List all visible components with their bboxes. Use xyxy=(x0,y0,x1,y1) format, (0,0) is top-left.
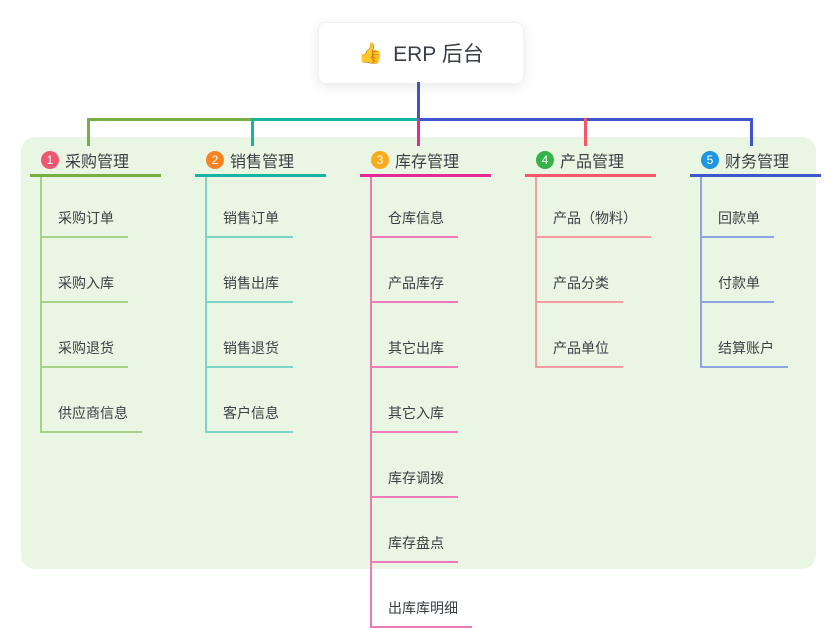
mindmap-node[interactable]: 客户信息 xyxy=(207,368,293,433)
branch-purchase: 1 采购管理 采购订单 采购入库 采购退货 供应商信息 xyxy=(30,149,161,433)
connector-bus-teal xyxy=(253,118,418,121)
mindmap-node[interactable]: 销售出库 xyxy=(207,238,293,303)
mindmap-node[interactable]: 产品库存 xyxy=(372,238,458,303)
branch-title-sales[interactable]: 2 销售管理 xyxy=(195,149,326,177)
branch-label: 财务管理 xyxy=(725,154,790,171)
badge-3: 3 xyxy=(371,151,389,169)
badge-2: 2 xyxy=(206,151,224,169)
mindmap-node[interactable]: 采购退货 xyxy=(42,303,128,368)
branch-label: 销售管理 xyxy=(230,154,295,171)
badge-5: 5 xyxy=(701,151,719,169)
mindmap-node[interactable]: 采购订单 xyxy=(42,177,128,238)
mindmap-node[interactable]: 产品单位 xyxy=(537,303,623,368)
branch-inventory: 3 库存管理 仓库信息 产品库存 其它出库 其它入库 库存调拨 库存盘点 出库库… xyxy=(360,149,491,628)
branch-finance: 5 财务管理 回款单 付款单 结算账户 xyxy=(690,149,821,368)
branch-children-product: 产品（物料） 产品分类 产品单位 xyxy=(535,177,656,368)
connector-drop-inventory xyxy=(417,118,420,146)
connector-bus-green xyxy=(87,118,253,121)
mindmap-node[interactable]: 库存调拨 xyxy=(372,433,458,498)
mindmap-node[interactable]: 销售退货 xyxy=(207,303,293,368)
branch-children-inventory: 仓库信息 产品库存 其它出库 其它入库 库存调拨 库存盘点 出库库明细 xyxy=(370,177,491,628)
branch-title-purchase[interactable]: 1 采购管理 xyxy=(30,149,161,177)
mindmap-node[interactable]: 结算账户 xyxy=(702,303,788,368)
branch-label: 库存管理 xyxy=(395,154,460,171)
badge-1: 1 xyxy=(41,151,59,169)
mindmap-node[interactable]: 回款单 xyxy=(702,177,774,238)
connector-drop-finance xyxy=(750,118,753,146)
branch-children-sales: 销售订单 销售出库 销售退货 客户信息 xyxy=(205,177,326,433)
thumbs-up-icon: 👍 xyxy=(358,42,384,65)
root-title: ERP 后台 xyxy=(393,43,484,66)
mindmap-node[interactable]: 采购入库 xyxy=(42,238,128,303)
branch-sales: 2 销售管理 销售订单 销售出库 销售退货 客户信息 xyxy=(195,149,326,433)
branch-label: 产品管理 xyxy=(560,154,625,171)
mindmap-node[interactable]: 其它出库 xyxy=(372,303,458,368)
branch-label: 采购管理 xyxy=(65,154,130,171)
branch-title-inventory[interactable]: 3 库存管理 xyxy=(360,149,491,177)
branch-title-product[interactable]: 4 产品管理 xyxy=(525,149,656,177)
mindmap-node[interactable]: 销售订单 xyxy=(207,177,293,238)
mindmap-node[interactable]: 产品（物料） xyxy=(537,177,651,238)
mindmap-node[interactable]: 其它入库 xyxy=(372,368,458,433)
connector-drop-sales xyxy=(251,118,254,146)
branch-title-finance[interactable]: 5 财务管理 xyxy=(690,149,821,177)
mindmap-node[interactable]: 出库库明细 xyxy=(372,563,472,628)
branch-children-purchase: 采购订单 采购入库 采购退货 供应商信息 xyxy=(40,177,161,433)
branch-children-finance: 回款单 付款单 结算账户 xyxy=(700,177,821,368)
root-connector-line xyxy=(417,82,420,118)
mindmap-node[interactable]: 产品分类 xyxy=(537,238,623,303)
root-node[interactable]: 👍 ERP 后台 xyxy=(318,22,524,84)
mindmap-node[interactable]: 供应商信息 xyxy=(42,368,142,433)
badge-4: 4 xyxy=(536,151,554,169)
mindmap-node[interactable]: 仓库信息 xyxy=(372,177,458,238)
mindmap-node[interactable]: 库存盘点 xyxy=(372,498,458,563)
connector-drop-product xyxy=(584,118,587,146)
mindmap-node[interactable]: 付款单 xyxy=(702,238,774,303)
branch-product: 4 产品管理 产品（物料） 产品分类 产品单位 xyxy=(525,149,656,368)
connector-drop-purchase xyxy=(87,118,90,146)
